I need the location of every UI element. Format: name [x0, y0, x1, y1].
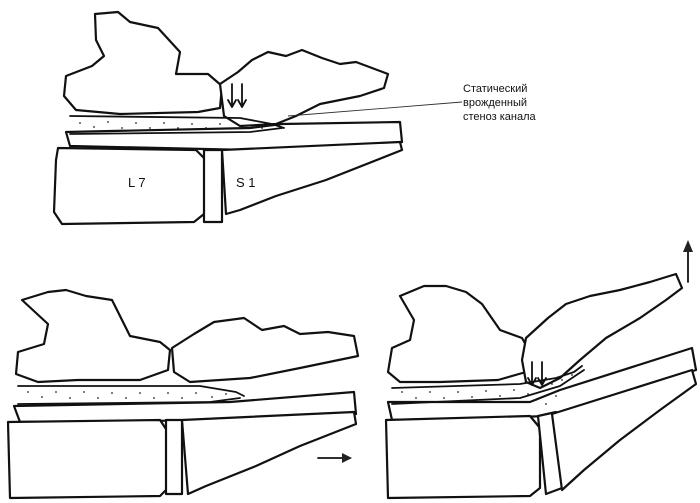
annotation-line-2: врожденный: [463, 97, 527, 109]
bl-l7-arch: [16, 290, 170, 382]
bl-canal-dorsal-line: [18, 386, 244, 396]
bottom-right-panel: [386, 240, 696, 498]
br-l7-arch: [388, 286, 530, 382]
label-l7: L 7: [128, 175, 146, 190]
label-s1: S 1: [236, 175, 256, 190]
top-l7-arch: [64, 12, 222, 114]
transition-right-arrow-icon: [318, 453, 352, 463]
lift-up-arrow-icon: [683, 240, 693, 282]
top-intervertebral-disc: [204, 150, 222, 222]
annotation-line-1: Статический: [463, 83, 527, 95]
bl-s1-body: [182, 412, 356, 494]
bl-intervertebral-disc: [166, 420, 182, 494]
bl-l7-body: [8, 420, 168, 498]
bl-canal-dots: [27, 391, 227, 399]
annotation-line-3: стеноз канала: [463, 111, 536, 123]
bl-s1-crest: [172, 318, 358, 382]
br-l7-body: [386, 416, 540, 498]
top-panel: Статический врожденный стеноз канала L 7…: [54, 12, 536, 224]
bottom-left-panel: [8, 290, 358, 498]
